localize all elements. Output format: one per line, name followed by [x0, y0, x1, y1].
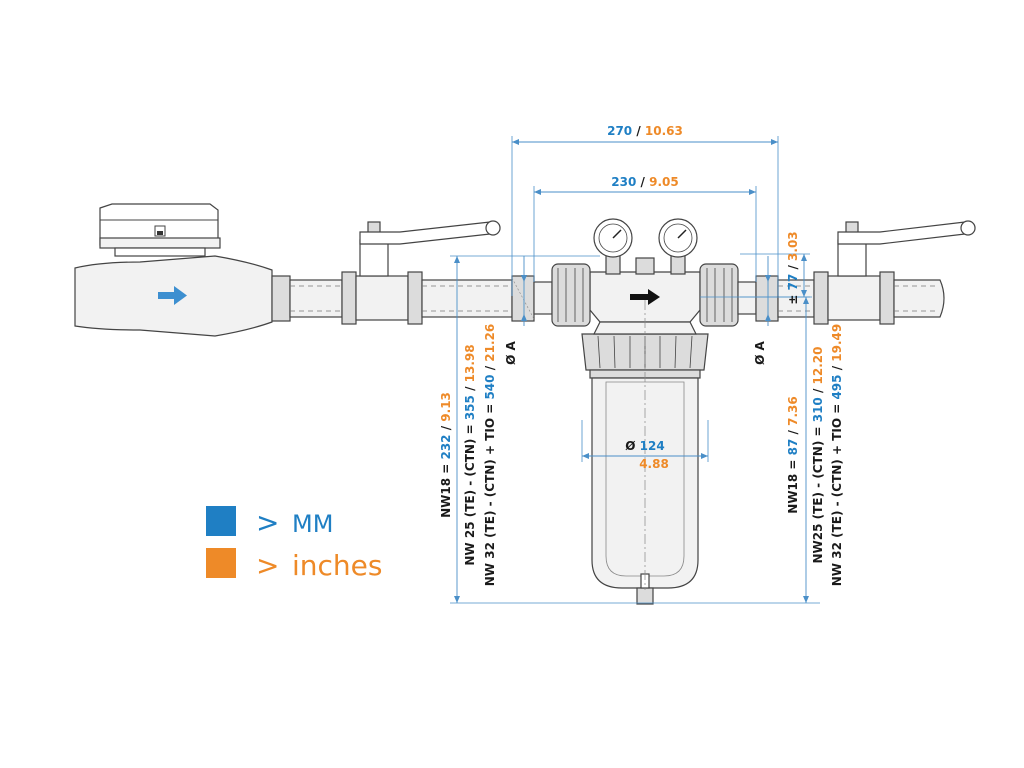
right-height-nw18-label: NW18 = 87 / 7.36	[786, 396, 800, 513]
inches-legend-symbol: >	[256, 549, 279, 582]
left-height-nw18-label: NW18 = 232 / 9.13	[439, 392, 453, 518]
units-legend: > MM > inches	[206, 506, 382, 582]
pressure-gauge-icon	[658, 218, 698, 275]
bowl-diameter-inch-label: 4.88	[639, 457, 669, 471]
left-height-nw32-label: NW 32 (TE) - (CTN) + TIO = 540 / 21.26	[483, 324, 497, 586]
filter-housing	[551, 218, 739, 605]
mm-swatch	[206, 506, 236, 536]
mm-legend-label: MM	[292, 510, 333, 538]
offset-label: ± 77 / 3.03	[786, 231, 800, 304]
flow-direction-arrow-icon	[630, 289, 660, 305]
port-diameter-right-label: Ø A	[753, 340, 767, 364]
overall-width-label: 270 / 10.63	[607, 124, 683, 138]
water-meter	[74, 203, 273, 337]
flow-direction-arrow-icon	[158, 286, 187, 305]
inches-legend-label: inches	[292, 549, 382, 582]
inches-swatch	[206, 548, 236, 578]
outlet-pipe	[737, 220, 976, 325]
dimension-lines	[450, 136, 820, 604]
bowl-diameter-label: Ø 124	[625, 439, 664, 453]
mm-legend-symbol: >	[256, 506, 279, 539]
right-height-nw25-label: NW25 (TE) - (CTN) = 310 / 12.20	[811, 346, 825, 563]
port-diameter-left-label: Ø A	[504, 340, 518, 364]
left-height-nw25-label: NW 25 (TE) - (CTN) = 355 / 13.98	[463, 344, 477, 565]
body-width-label: 230 / 9.05	[611, 175, 678, 189]
inlet-pipe	[271, 220, 553, 325]
pressure-gauge-icon	[593, 218, 633, 275]
right-height-nw32-label: NW 32 (TE) - (CTN) + TIO = 495 / 19.49	[830, 324, 844, 586]
